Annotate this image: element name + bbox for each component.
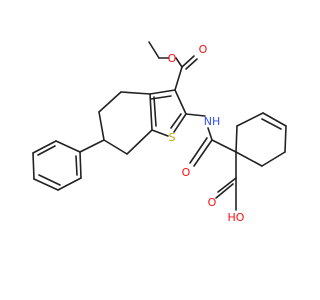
bond xyxy=(185,113,206,117)
bond xyxy=(79,151,82,179)
bond xyxy=(236,112,264,127)
bond xyxy=(98,91,122,113)
bond xyxy=(98,111,105,141)
bond xyxy=(38,174,61,186)
bond xyxy=(262,112,287,127)
bond xyxy=(217,177,237,193)
atom-label-sulfur: S xyxy=(169,131,176,144)
bond xyxy=(103,139,128,155)
bond xyxy=(193,139,213,167)
bond xyxy=(151,129,169,137)
atom-label-oxygen: O xyxy=(182,166,191,179)
bond xyxy=(261,151,286,167)
bond xyxy=(79,139,105,153)
bond xyxy=(120,91,151,95)
bond xyxy=(149,89,176,95)
bond xyxy=(57,177,82,191)
bond xyxy=(175,57,183,68)
atom-labels: O O NH S O O HO xyxy=(168,43,245,224)
bond xyxy=(37,145,56,156)
bonds xyxy=(32,41,287,211)
bond xyxy=(33,178,59,191)
bond xyxy=(32,140,57,154)
bond xyxy=(173,113,187,133)
bond xyxy=(185,58,198,70)
molecule-canvas: O O NH S O O HO xyxy=(32,41,287,224)
bond xyxy=(284,125,287,153)
structure-diagram: O O NH S O O HO xyxy=(32,41,287,224)
bond xyxy=(32,152,35,180)
bond xyxy=(189,137,208,164)
bond xyxy=(235,125,238,153)
bond xyxy=(55,140,81,153)
bond xyxy=(215,183,234,199)
bond xyxy=(207,127,213,141)
bond xyxy=(211,139,237,153)
bond xyxy=(149,93,153,131)
bond xyxy=(153,96,157,127)
bond xyxy=(148,41,160,59)
bond xyxy=(235,151,263,167)
atom-label-hydroxyl: HO xyxy=(228,211,245,224)
bond xyxy=(174,66,183,91)
bond xyxy=(126,129,153,155)
bond xyxy=(181,55,195,68)
bond xyxy=(174,89,187,115)
atom-label-oxygen: O xyxy=(199,43,208,56)
bond xyxy=(170,113,182,129)
atom-label-oxygen: O xyxy=(208,196,217,209)
atom-label-oxygen: O xyxy=(168,52,177,65)
bond xyxy=(75,155,78,176)
bond xyxy=(261,118,282,130)
atom-label-nh: NH xyxy=(204,115,221,128)
